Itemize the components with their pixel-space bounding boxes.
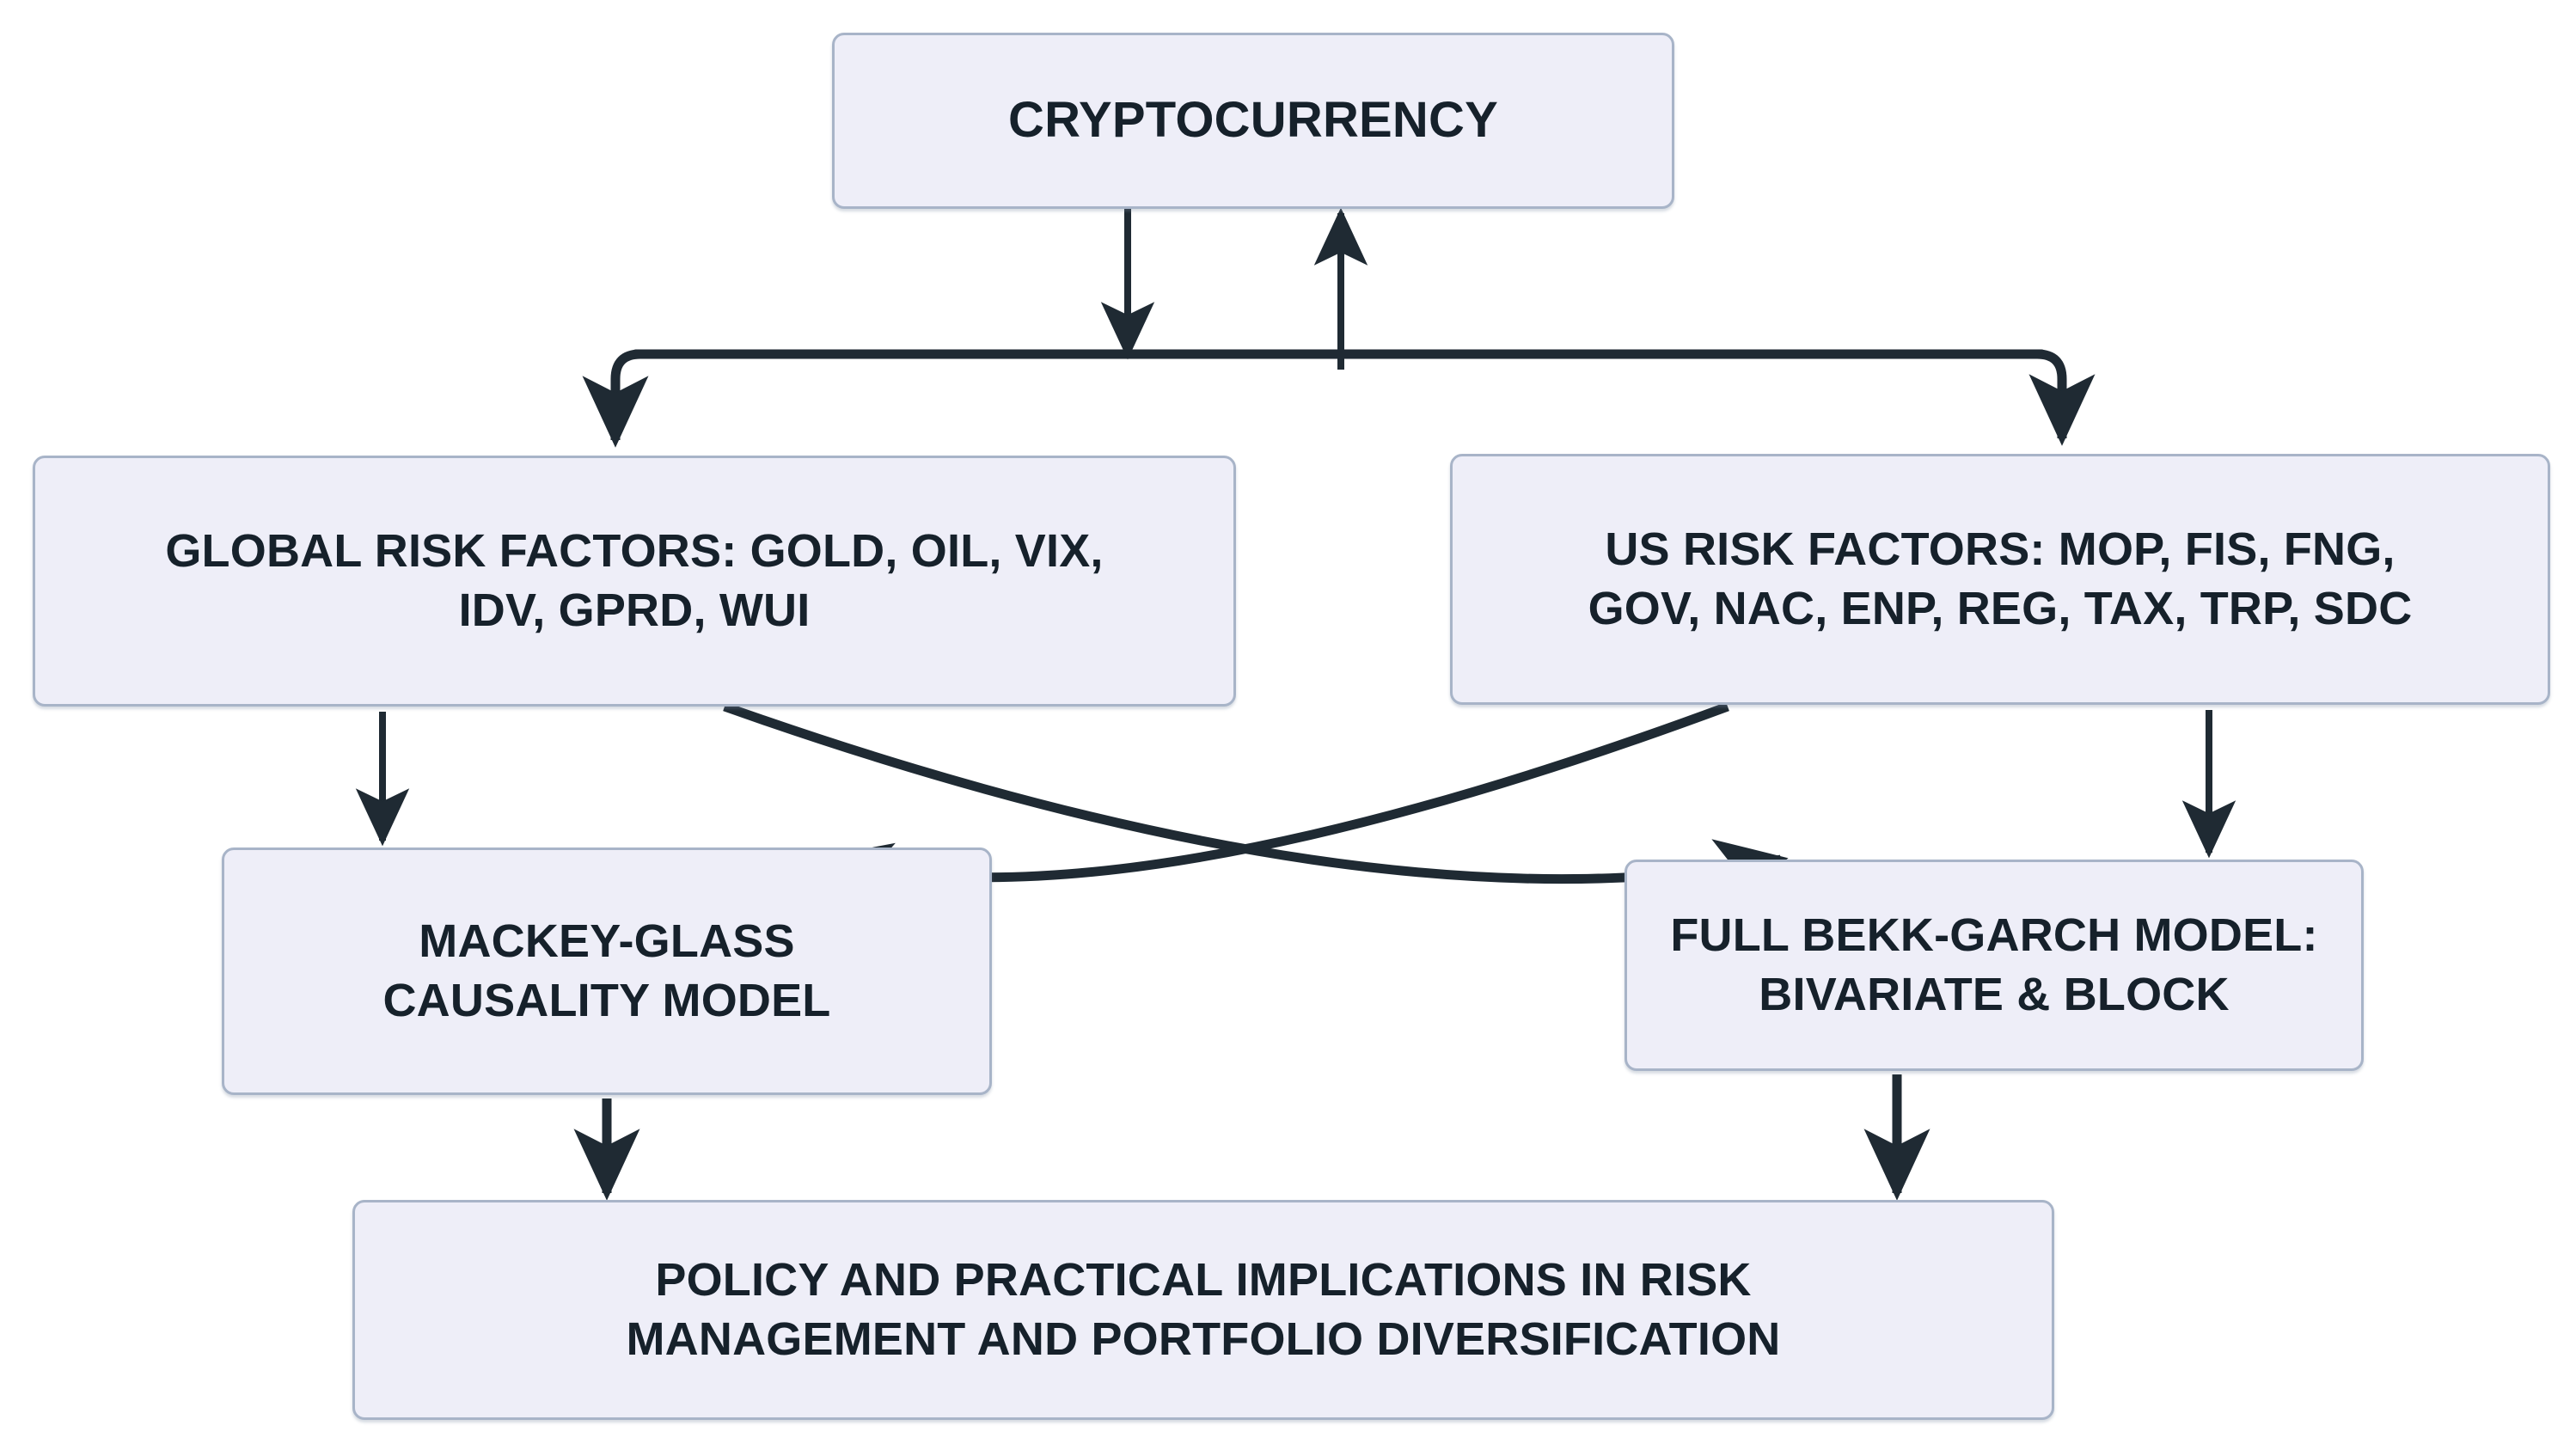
node-full-bekk-garch-model-label: FULL BEKK-GARCH MODEL: BIVARIATE & BLOCK (1670, 909, 2318, 1020)
node-mackey-glass-causality-model-label: MACKEY-GLASS CAUSALITY MODEL (382, 915, 831, 1026)
node-policy-and-practical-implications-label: POLICY AND PRACTICAL IMPLICATIONS IN RIS… (626, 1253, 1781, 1365)
node-cryptocurrency[interactable]: CRYPTOCURRENCY (832, 33, 1674, 209)
edge-bus-to-global-risk (582, 349, 649, 448)
node-policy-and-practical-implications[interactable]: POLICY AND PRACTICAL IMPLICATIONS IN RIS… (352, 1200, 2054, 1420)
node-full-bekk-garch-model[interactable]: FULL BEKK-GARCH MODEL: BIVARIATE & BLOCK (1625, 860, 2364, 1071)
node-global-risk-factors[interactable]: GLOBAL RISK FACTORS: GOLD, OIL, VIX, IDV… (33, 456, 1236, 707)
node-us-risk-factors-label: US RISK FACTORS: MOP, FIS, FNG, GOV, NAC… (1588, 523, 2413, 634)
node-us-risk-factors[interactable]: US RISK FACTORS: MOP, FIS, FNG, GOV, NAC… (1450, 454, 2550, 705)
node-cryptocurrency-label: CRYPTOCURRENCY (1008, 92, 1498, 149)
edge-bus-to-us-risk (2028, 349, 2096, 446)
node-global-risk-factors-label: GLOBAL RISK FACTORS: GOLD, OIL, VIX, IDV… (165, 524, 1104, 636)
node-mackey-glass-causality-model[interactable]: MACKEY-GLASS CAUSALITY MODEL (222, 848, 992, 1095)
